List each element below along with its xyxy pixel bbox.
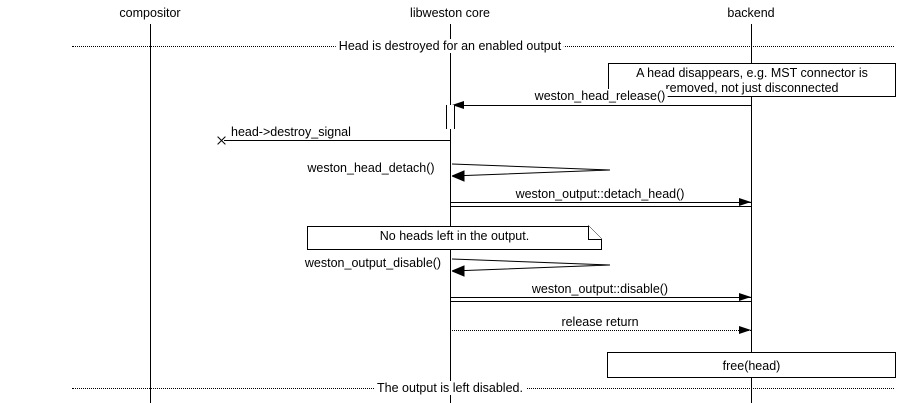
note-no-heads-left-text: No heads left in the output.	[379, 229, 530, 243]
message-line-weston-output-disable	[450, 297, 751, 298]
note-no-heads-left: No heads left in the output.	[307, 225, 602, 250]
lifeline-backend	[751, 24, 752, 403]
activation-libweston-core-1	[446, 105, 455, 129]
lost-message-x-icon	[216, 135, 227, 146]
arrowhead-weston-head-release	[452, 100, 464, 109]
message-label-head-destroy-signal: head->destroy_signal	[229, 125, 353, 139]
note-fold-corner-icon	[588, 225, 602, 240]
arrowhead-release-return	[739, 325, 751, 334]
message-label-weston-head-detach: weston_head_detach()	[305, 161, 437, 175]
note-head-disappears: A head disappears, e.g. MST connector is…	[608, 63, 896, 97]
self-message-weston-head-detach	[452, 160, 612, 184]
participant-label-libweston-core: libweston core	[410, 6, 490, 20]
note-free-head-text: free(head)	[722, 359, 781, 373]
message-label-weston-head-release: weston_head_release()	[532, 89, 668, 103]
arrowhead-weston-output-detach-head	[739, 197, 751, 206]
message-label-weston-output-disable: weston_output::disable()	[529, 282, 671, 296]
participant-label-backend: backend	[727, 6, 775, 20]
note-head-disappears-line1: A head disappears, e.g. MST connector is	[636, 66, 868, 80]
arrowhead-weston-output-disable	[739, 292, 751, 301]
message-line-weston-output-detach-head-base	[450, 206, 751, 207]
lifeline-compositor	[150, 24, 151, 403]
message-line-release-return	[450, 330, 751, 331]
message-label-weston-output-detach-head: weston_output::detach_head()	[513, 187, 687, 201]
message-label-weston-output-disable-call: weston_output_disable()	[302, 256, 444, 270]
participant-label-compositor: compositor	[119, 6, 181, 20]
bottom-divider-label: The output is left disabled.	[374, 381, 526, 395]
message-line-weston-head-release	[452, 105, 751, 106]
self-message-weston-output-disable-call	[452, 255, 612, 279]
message-line-head-destroy-signal	[224, 140, 450, 141]
message-label-release-return: release return	[559, 315, 641, 329]
message-line-weston-output-detach-head	[450, 202, 751, 203]
note-free-head: free(head)	[607, 352, 896, 378]
note-head-disappears-line2: removed, not just disconnected	[665, 81, 839, 95]
top-divider-label: Head is destroyed for an enabled output	[335, 39, 565, 53]
lifeline-libweston-core	[450, 24, 451, 403]
message-line-weston-output-disable-base	[450, 301, 751, 302]
